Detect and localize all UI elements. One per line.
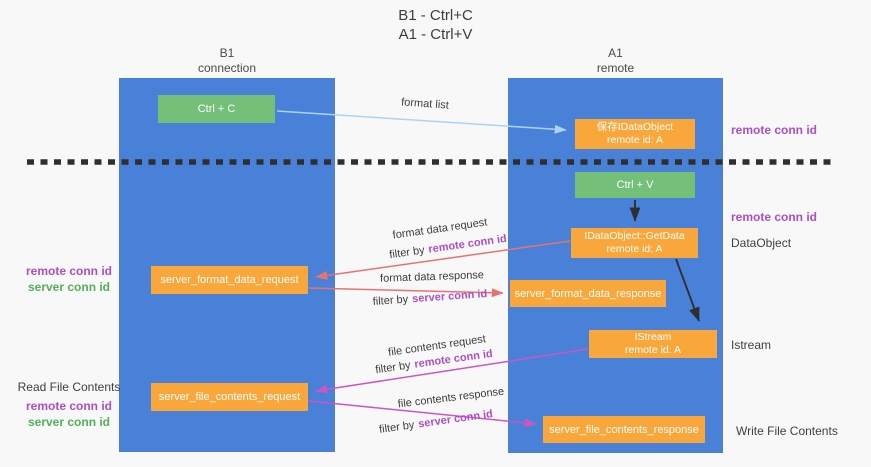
left-server-conn-id-top: server conn id [27, 280, 111, 294]
format-list-label: format list [400, 96, 450, 112]
server-file-contents-request-label: server_file_contents_request [158, 391, 301, 403]
server-file-contents-request-box: server_file_contents_request [151, 383, 308, 411]
lane-b1-subtitle: connection [197, 61, 257, 75]
ctrl-c-box: Ctrl + C [158, 95, 275, 123]
istream-box: IStream remote id: A [589, 330, 717, 358]
server-format-data-response-label: server_format_data_response [514, 287, 662, 300]
server-format-data-request-box: server_format_data_request [151, 266, 308, 294]
ctrl-v-label: Ctrl + V [616, 179, 654, 191]
left-remote-conn-id-top: remote conn id [25, 264, 112, 278]
left-conn-id-labels-top: remote conn id server conn id [8, 263, 130, 295]
istream-side-label: Istream [731, 338, 772, 352]
left-read-file-labels: Read File Contents remote conn id server… [8, 379, 130, 430]
server-file-contents-response-box: server_file_contents_response [543, 416, 705, 443]
write-file-contents-label: Write File Contents [736, 424, 838, 438]
lane-a1-name: A1 [608, 46, 623, 60]
idataobject-getdata-box: IDataObject::GetData remote id: A [571, 228, 698, 258]
left-server-conn-id-bottom: server conn id [27, 415, 111, 429]
istream-line2: remote id: A [624, 344, 682, 356]
getdata-line1: IDataObject::GetData [584, 230, 685, 242]
istream-line1: IStream [634, 331, 672, 343]
ctrl-c-label: Ctrl + C [197, 103, 236, 115]
right-remote-conn-id-mid: remote conn id [731, 210, 818, 224]
getdata-line2: remote id: A [606, 243, 663, 255]
server-file-contents-response-label: server_file_contents_response [549, 423, 699, 436]
lane-header-a1: A1 remote [508, 46, 723, 76]
read-file-contents-label: Read File Contents [17, 380, 121, 394]
left-remote-conn-id-bottom: remote conn id [25, 399, 112, 413]
lane-b1-name: B1 [219, 46, 235, 60]
title-line-2: A1 - Ctrl+V [398, 26, 473, 43]
lane-header-b1: B1 connection [119, 46, 335, 76]
right-remote-conn-id-top: remote conn id [731, 123, 818, 137]
save-idataobject-box: 保存IDataObject remote id: A [575, 119, 695, 149]
diagram-title: B1 - Ctrl+C A1 - Ctrl+V [0, 6, 871, 44]
save-idataobject-line2: remote id: A [606, 134, 664, 146]
server-format-data-response-box: server_format_data_response [510, 280, 666, 307]
dataobject-label: DataObject [731, 236, 792, 250]
file-contents-response-label: file contents response [397, 385, 505, 411]
format-data-response-label: format data response [379, 269, 485, 285]
save-idataobject-line1: 保存IDataObject [596, 121, 674, 133]
ctrl-v-box: Ctrl + V [575, 172, 695, 198]
lane-a1-subtitle: remote [596, 61, 635, 75]
server-format-data-request-label: server_format_data_request [160, 274, 299, 286]
title-line-1: B1 - Ctrl+C [398, 7, 473, 24]
